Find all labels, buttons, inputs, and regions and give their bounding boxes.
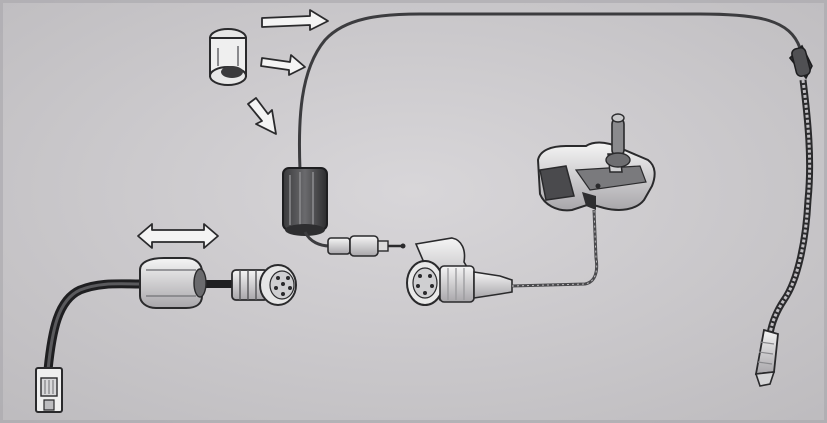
joystick-cable [511,209,599,288]
din-connector-icon [231,264,297,306]
plug-icon [327,235,406,257]
joystick-remote-icon [536,113,656,212]
gooseneck-microphone-icon [754,44,814,387]
rj-connector-icon [35,367,63,413]
main-cable [297,12,802,171]
double-arrow-icon [137,223,219,249]
ferrite-core-icon [139,257,207,309]
ferrite-core-icon [209,28,247,86]
din-connector-icon [406,237,513,306]
ferrite-core-icon [282,167,328,236]
double-arrow-icon [247,9,329,135]
